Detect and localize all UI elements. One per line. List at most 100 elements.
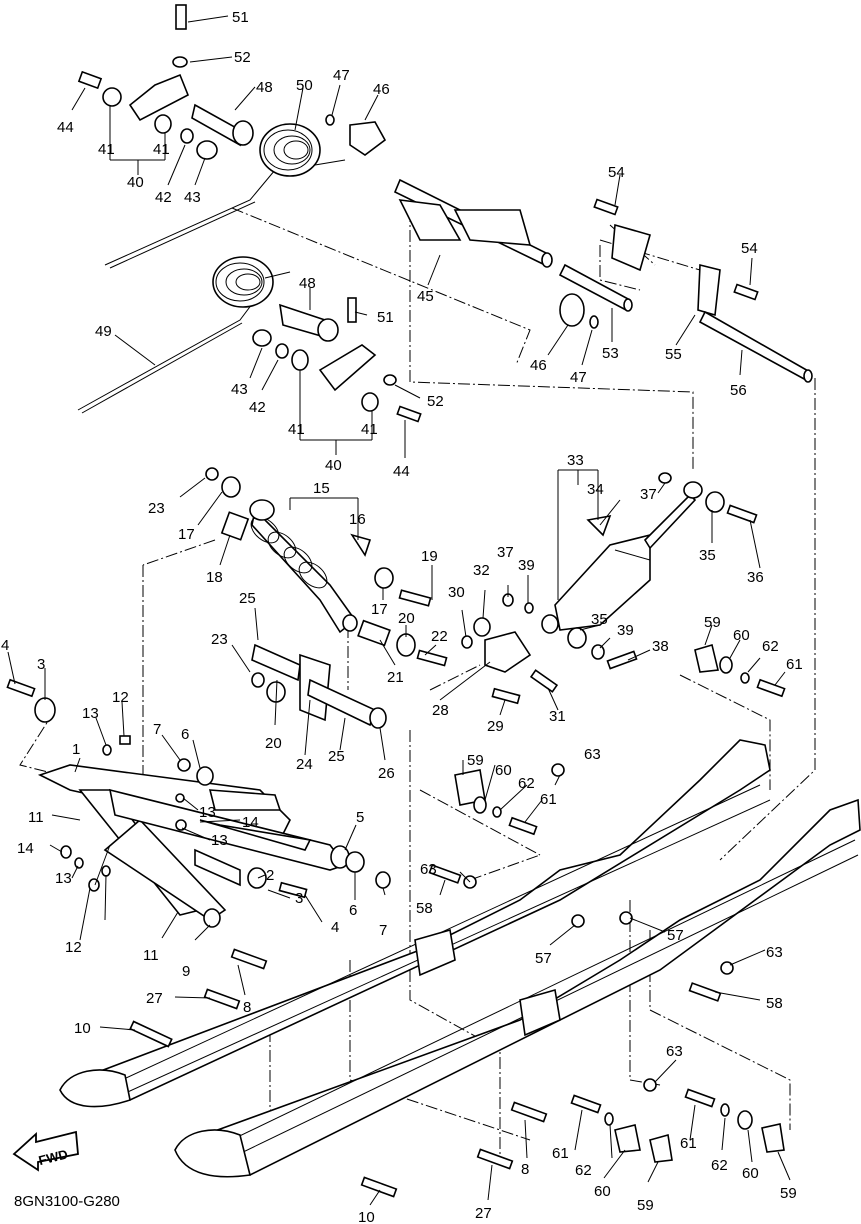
callout-20: 20 (398, 610, 415, 627)
torsion-spring-lower (77, 256, 291, 414)
callout-8: 8 (521, 1161, 529, 1178)
callout-25: 25 (239, 590, 256, 607)
callout-4: 4 (1, 637, 9, 654)
callout-35: 35 (699, 547, 716, 564)
callout-12: 12 (65, 939, 82, 956)
callout-21: 21 (387, 669, 404, 686)
fwd-arrow-badge: FWD (8, 1128, 82, 1174)
front-shock-absorber (461, 472, 758, 705)
callout-40: 40 (127, 174, 144, 191)
callout-7: 7 (379, 922, 387, 939)
callout-37: 37 (497, 544, 514, 561)
callout-labels: 51 52 44 41 41 40 42 43 48 50 47 46 54 5… (1, 9, 803, 1224)
callout-34: 34 (587, 481, 604, 498)
callout-36: 36 (747, 569, 764, 586)
rod-56 (698, 310, 813, 383)
callout-50: 50 (296, 77, 313, 94)
callout-60: 60 (495, 762, 512, 779)
callout-54: 54 (741, 240, 758, 257)
callout-15: 15 (313, 480, 330, 497)
callout-41: 41 (98, 141, 115, 158)
callout-41: 41 (153, 141, 170, 158)
callout-20: 20 (265, 735, 282, 752)
slide-rail-left (174, 798, 861, 1178)
callout-46: 46 (373, 81, 390, 98)
callout-38: 38 (652, 638, 669, 655)
callout-49: 49 (95, 323, 112, 340)
callout-52: 52 (234, 49, 251, 66)
callout-47: 47 (570, 369, 587, 386)
callout-52: 52 (427, 393, 444, 410)
callout-7: 7 (153, 721, 161, 738)
callout-53: 53 (602, 345, 619, 362)
center-linkage (251, 619, 448, 729)
callout-41: 41 (361, 421, 378, 438)
callout-47: 47 (333, 67, 350, 84)
callout-63: 63 (766, 944, 783, 961)
callout-10: 10 (358, 1209, 375, 1224)
callout-55: 55 (665, 346, 682, 363)
callout-62: 62 (762, 638, 779, 655)
callout-43: 43 (184, 189, 201, 206)
callout-60: 60 (742, 1165, 759, 1182)
callout-57: 57 (667, 927, 684, 944)
callout-45: 45 (417, 288, 434, 305)
callout-9: 9 (182, 963, 190, 980)
callout-5: 5 (356, 809, 364, 826)
fwd-arrow-icon: FWD (12, 1130, 79, 1172)
callout-61: 61 (552, 1145, 569, 1162)
callout-63: 63 (420, 861, 437, 878)
callout-59: 59 (637, 1197, 654, 1214)
pivot-shaft-45 (393, 178, 553, 268)
callout-59: 59 (467, 752, 484, 769)
callout-61: 61 (680, 1135, 697, 1152)
callout-14: 14 (242, 814, 259, 831)
callout-4: 4 (331, 919, 339, 936)
bracket-55 (611, 223, 721, 317)
slide-rail-right (59, 739, 771, 1108)
rail-hardware (129, 643, 786, 1198)
callout-57: 57 (535, 950, 552, 967)
callout-28: 28 (432, 702, 449, 719)
callout-17: 17 (371, 601, 388, 618)
callout-11: 11 (143, 947, 159, 964)
callout-31: 31 (549, 708, 566, 725)
callout-41: 41 (288, 421, 305, 438)
callout-23: 23 (211, 631, 228, 648)
callout-61: 61 (540, 791, 557, 808)
callout-11: 11 (28, 809, 44, 826)
callout-18: 18 (206, 569, 223, 586)
callout-16: 16 (349, 511, 366, 528)
callout-2: 2 (266, 867, 274, 884)
callout-13: 13 (199, 804, 216, 821)
assembly-guide-lines (19, 207, 816, 1160)
callout-62: 62 (575, 1162, 592, 1179)
callout-37: 37 (640, 486, 657, 503)
callout-51: 51 (232, 9, 249, 26)
leader-lines (7, 15, 791, 1206)
collars-and-bolts-top (77, 4, 759, 423)
shaft-53 (558, 263, 633, 312)
callout-48: 48 (256, 79, 273, 96)
callout-56: 56 (730, 382, 747, 399)
callout-29: 29 (487, 718, 504, 735)
callout-24: 24 (296, 756, 313, 773)
callout-63: 63 (584, 746, 601, 763)
callout-19: 19 (421, 548, 438, 565)
torsion-spring-upper (104, 123, 346, 269)
callout-1: 1 (72, 741, 80, 758)
callout-51: 51 (377, 309, 394, 326)
callout-30: 30 (448, 584, 465, 601)
callout-58: 58 (766, 995, 783, 1012)
callout-39: 39 (518, 557, 535, 574)
callout-23: 23 (148, 500, 165, 517)
callout-59: 59 (780, 1185, 797, 1202)
callout-27: 27 (475, 1205, 492, 1222)
callout-12: 12 (112, 689, 129, 706)
callout-17: 17 (178, 526, 195, 543)
callout-10: 10 (74, 1020, 91, 1037)
callout-40: 40 (325, 457, 342, 474)
callout-3: 3 (37, 656, 45, 673)
drawing-code: 8GN3100-G280 (14, 1193, 120, 1210)
